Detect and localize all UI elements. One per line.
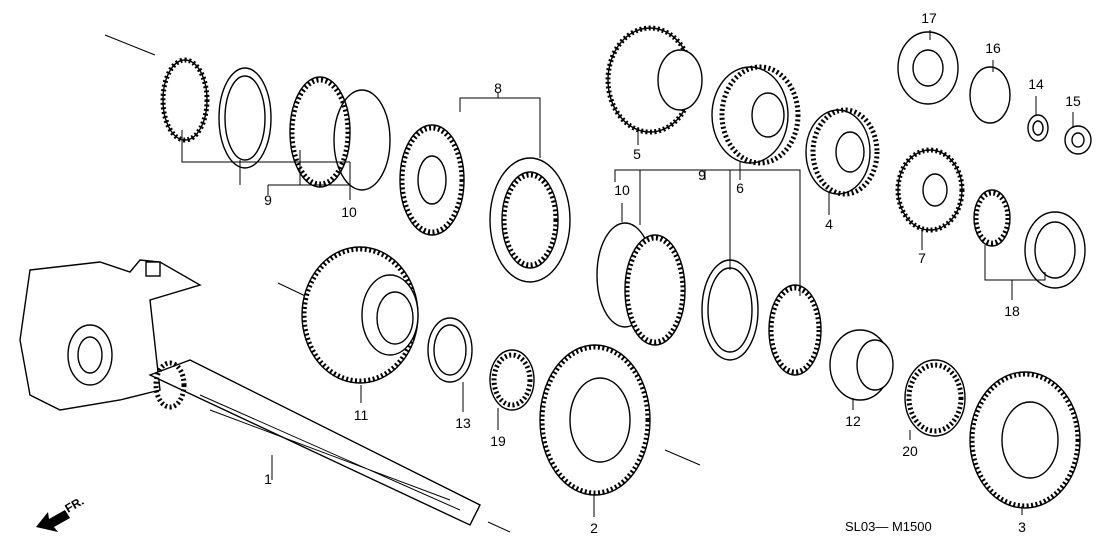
callout-16: 16 — [985, 40, 1001, 56]
callout-9-right: 9 — [698, 167, 706, 183]
callout-1: 1 — [264, 471, 272, 487]
leader-lines — [181, 30, 1074, 517]
callout-15: 15 — [1065, 93, 1081, 109]
callout-4: 4 — [825, 216, 833, 232]
callout-8: 8 — [494, 80, 502, 96]
callout-12: 12 — [845, 413, 861, 429]
callout-6: 6 — [736, 180, 744, 196]
callout-5: 5 — [633, 146, 641, 162]
gears-lower — [301, 246, 1081, 509]
callout-9-left: 9 — [264, 192, 272, 208]
diagram-code: SL03— M1500 — [845, 519, 932, 534]
callout-17: 17 — [921, 10, 937, 26]
mainshaft-part-1 — [148, 359, 481, 526]
front-arrow-icon — [36, 510, 70, 532]
callout-2: 2 — [590, 520, 598, 536]
callout-19: 19 — [490, 433, 506, 449]
front-direction-indicator: FR. — [36, 494, 86, 532]
callout-20: 20 — [902, 443, 918, 459]
callout-7: 7 — [918, 250, 926, 266]
callout-13: 13 — [455, 415, 471, 431]
synchro-hub-sleeve-part-8 — [399, 124, 571, 283]
callout-3: 3 — [1018, 519, 1026, 535]
callout-10-right: 10 — [614, 182, 630, 198]
gears-upper-right — [605, 25, 1092, 289]
transmission-case — [19, 259, 202, 411]
synchro-parts-middle — [596, 222, 822, 376]
callout-11: 11 — [354, 407, 369, 423]
callout-10-left: 10 — [341, 204, 357, 220]
callout-18: 18 — [1004, 303, 1020, 319]
synchro-parts-upper-left — [160, 57, 391, 191]
callout-14: 14 — [1028, 76, 1044, 92]
callout-labels: 1 2 3 4 5 6 7 8 9 9 10 10 11 12 13 14 15… — [264, 10, 1081, 536]
